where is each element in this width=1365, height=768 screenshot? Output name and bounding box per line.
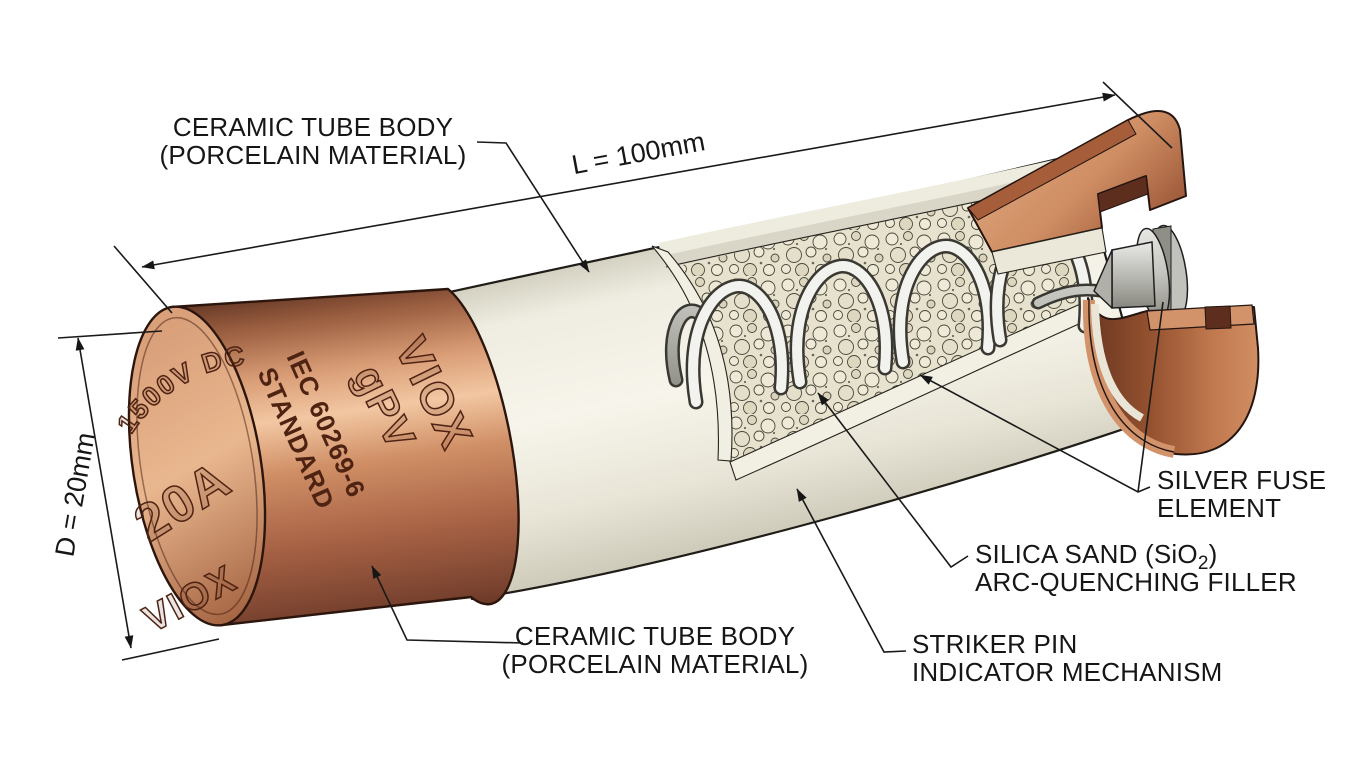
striker-pin-cylinder: [1111, 241, 1156, 309]
svg-text:(PORCELAIN MATERIAL): (PORCELAIN MATERIAL): [502, 649, 809, 679]
callout-labels: CERAMIC TUBE BODY (PORCELAIN MATERIAL) S…: [160, 112, 1327, 687]
label-silver-fuse: SILVER FUSE ELEMENT: [1157, 465, 1326, 523]
label-striker-pin: STRIKER PIN INDICATOR MECHANISM: [912, 629, 1223, 687]
label-ceramic-top: CERAMIC TUBE BODY (PORCELAIN MATERIAL): [160, 112, 467, 170]
leader-ceramic-top: [476, 141, 590, 273]
leader-striker-pin: [796, 488, 907, 653]
dimension-length-label: L = 100mm: [569, 126, 707, 180]
svg-text:CERAMIC TUBE BODY: CERAMIC TUBE BODY: [515, 621, 795, 651]
leader-ceramic-bottom: [371, 565, 524, 644]
svg-text:INDICATOR MECHANISM: INDICATOR MECHANISM: [912, 657, 1223, 687]
svg-text:STRIKER PIN: STRIKER PIN: [912, 629, 1077, 659]
leader-silver-fuse-end: [1137, 301, 1164, 493]
svg-text:(PORCELAIN MATERIAL): (PORCELAIN MATERIAL): [160, 140, 467, 170]
label-ceramic-bottom: CERAMIC TUBE BODY (PORCELAIN MATERIAL): [502, 621, 809, 679]
striker-pin: [1093, 224, 1189, 321]
callout-leaders: [371, 141, 1164, 653]
dimension-diameter-line: [75, 337, 134, 649]
svg-text:ELEMENT: ELEMENT: [1157, 493, 1281, 523]
svg-text:SILICA SAND (SiO2): SILICA SAND (SiO2): [975, 539, 1217, 574]
leader-silica-sand: [817, 392, 969, 569]
left-end-cap: 1500V DC 20A VIOX IEC 60269-6 STANDARD V…: [111, 287, 520, 642]
right-end-cap-bottom-section: [1082, 297, 1260, 458]
label-silica-sand: SILICA SAND (SiO2) ARC-QUENCHING FILLER: [975, 539, 1297, 597]
dimension-diameter-label: D = 20mm: [49, 430, 100, 559]
cap-crimp-notch-lower: [1204, 305, 1232, 330]
svg-text:ARC-QUENCHING FILLER: ARC-QUENCHING FILLER: [975, 567, 1297, 597]
dimension-length-line: [141, 92, 1116, 270]
svg-text:SILVER FUSE: SILVER FUSE: [1157, 465, 1326, 495]
cap-face: [127, 305, 267, 627]
svg-text:CERAMIC TUBE BODY: CERAMIC TUBE BODY: [173, 112, 453, 142]
